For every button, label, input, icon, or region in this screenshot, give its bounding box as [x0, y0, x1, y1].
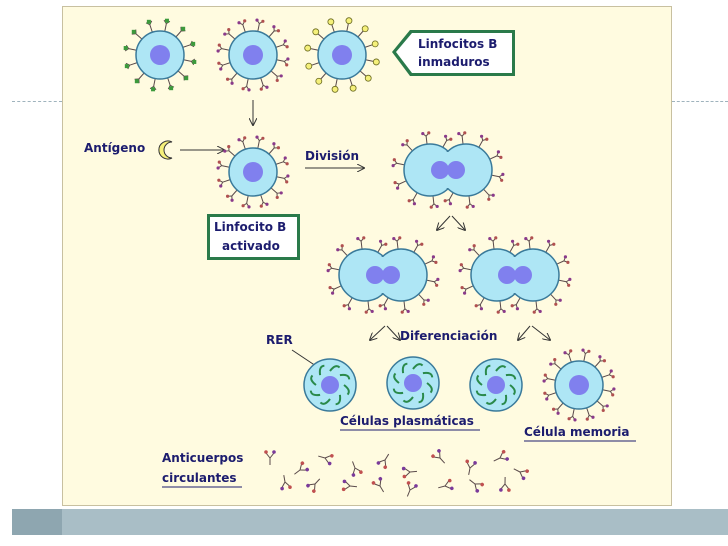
plasma-cells-label: Células plasmáticas	[340, 414, 474, 428]
activated-label-box: Linfocito B activado	[207, 214, 300, 260]
dividing-cell-right	[458, 236, 572, 314]
antibodies-label-line2: circulantes	[162, 471, 237, 485]
immature-label-line1: Linfocitos B	[418, 37, 497, 51]
circulating-antibodies	[264, 449, 529, 497]
plasma-cell-2	[386, 356, 440, 410]
plasma-cell-1	[303, 358, 357, 412]
diff-arrow-left	[370, 325, 386, 340]
activated-cell	[216, 135, 290, 209]
activated-label-line1: Linfocito B	[214, 220, 286, 234]
immature-cell-3	[304, 17, 380, 93]
memory-cell-label: Célula memoria	[524, 425, 630, 439]
rer-label: RER	[266, 333, 293, 347]
split-arrow-left	[437, 215, 451, 230]
antibodies-label-line1: Anticuerpos	[162, 451, 243, 465]
differentiation-label: Diferenciación	[400, 329, 497, 343]
immature-cell-1	[123, 18, 197, 92]
right-dashed-rule	[672, 101, 728, 102]
slide-footer-accent	[12, 509, 62, 535]
diff-arrow-right-a	[518, 325, 531, 340]
slide-footer-bar	[12, 509, 728, 535]
dividing-cell-left	[326, 236, 440, 314]
plasma-cell-3	[469, 358, 523, 412]
diff-arrow-right-b	[531, 325, 550, 340]
antigen-label: Antígeno	[84, 141, 145, 155]
immature-label-line2: inmaduros	[418, 55, 490, 69]
activated-label-line2: activado	[222, 239, 280, 253]
split-arrow-right	[451, 215, 465, 230]
dividing-cell-top	[391, 131, 505, 209]
diff-arrow-mid	[386, 325, 400, 340]
antigen-icon	[158, 140, 173, 160]
left-dashed-rule	[12, 101, 62, 102]
memory-cell	[542, 348, 616, 422]
immature-label-box: Linfocitos B inmaduros	[392, 30, 515, 76]
immature-cell-2	[216, 18, 290, 92]
division-label: División	[305, 149, 359, 163]
